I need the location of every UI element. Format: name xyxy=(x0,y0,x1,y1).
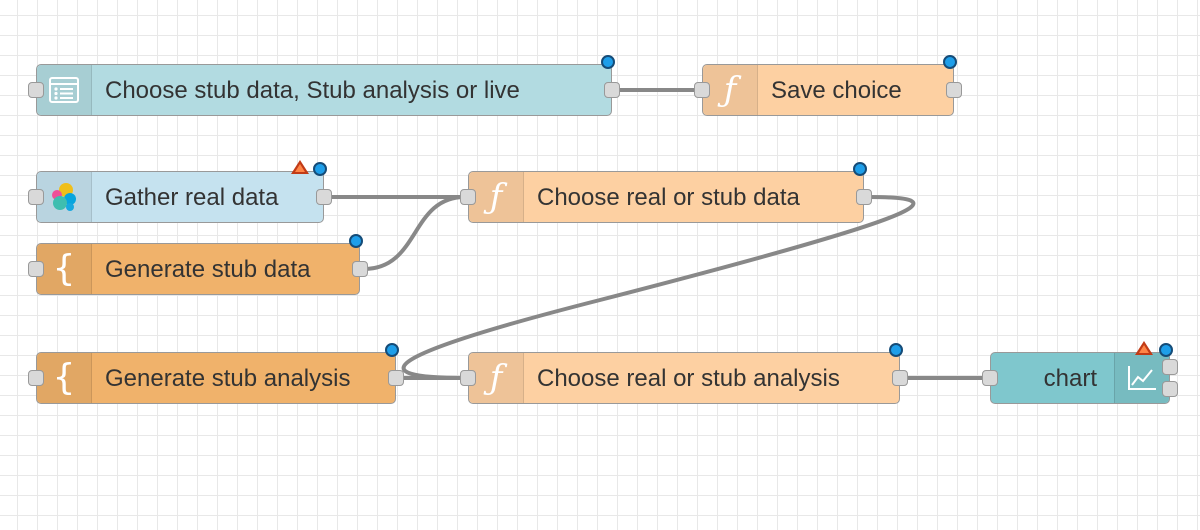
node-label: Choose real or stub data xyxy=(537,184,800,211)
chart-icon xyxy=(1114,353,1169,403)
changed-status-dot xyxy=(853,162,867,176)
function-icon: ƒ xyxy=(469,353,524,403)
changed-status-dot xyxy=(313,162,327,176)
gather-real-data-node[interactable]: Gather real data xyxy=(28,160,332,223)
elastic-logo-icon xyxy=(37,172,92,222)
output-port[interactable] xyxy=(352,261,368,277)
node-label: Generate stub analysis xyxy=(105,365,351,392)
output-port[interactable] xyxy=(388,370,404,386)
output-port[interactable] xyxy=(856,189,872,205)
changed-status-dot xyxy=(601,55,615,69)
input-port[interactable] xyxy=(694,82,710,98)
brace-icon: { xyxy=(37,353,92,403)
node-label: Generate stub data xyxy=(105,256,311,283)
choose-real-or-stub-analysis-node[interactable]: ƒ Choose real or stub analysis xyxy=(460,343,908,404)
output-port[interactable] xyxy=(316,189,332,205)
wire-generate-data-to-choose-data[interactable] xyxy=(363,195,466,271)
node-label: chart xyxy=(1043,365,1097,392)
input-port[interactable] xyxy=(28,370,44,386)
output-port[interactable] xyxy=(604,82,620,98)
changed-status-dot xyxy=(943,55,957,69)
changed-status-dot xyxy=(1159,343,1173,357)
wire-choose-data-to-choose-analysis[interactable] xyxy=(401,195,916,380)
changed-status-dot xyxy=(889,343,903,357)
output-port[interactable] xyxy=(892,370,908,386)
changed-status-dot xyxy=(385,343,399,357)
list-form-icon xyxy=(37,65,92,115)
node-label: Choose real or stub analysis xyxy=(537,365,840,392)
output-port[interactable] xyxy=(946,82,962,98)
node-label: Choose stub data, Stub analysis or live xyxy=(105,77,520,104)
changed-status-dot xyxy=(349,234,363,248)
generate-stub-analysis-node[interactable]: { Generate stub analysis xyxy=(28,343,404,404)
function-icon: ƒ xyxy=(469,172,524,222)
input-port[interactable] xyxy=(460,189,476,205)
choose-real-or-stub-data-node[interactable]: ƒ Choose real or stub data xyxy=(460,162,872,223)
input-port[interactable] xyxy=(982,370,998,386)
input-port[interactable] xyxy=(460,370,476,386)
output-port-1[interactable] xyxy=(1162,359,1178,375)
node-label: Save choice xyxy=(771,77,902,104)
node-label: Gather real data xyxy=(105,184,279,211)
chart-node[interactable]: chart xyxy=(982,341,1178,404)
function-icon: ƒ xyxy=(703,65,758,115)
input-port[interactable] xyxy=(28,82,44,98)
brace-icon: { xyxy=(37,244,92,294)
warning-triangle-icon xyxy=(1135,341,1153,355)
input-port[interactable] xyxy=(28,261,44,277)
output-port-2[interactable] xyxy=(1162,381,1178,397)
save-choice-node[interactable]: ƒ Save choice xyxy=(694,55,962,116)
input-port[interactable] xyxy=(28,189,44,205)
generate-stub-data-node[interactable]: { Generate stub data xyxy=(28,234,368,295)
warning-triangle-icon xyxy=(291,160,309,174)
choose-stub-node[interactable]: Choose stub data, Stub analysis or live xyxy=(28,55,620,116)
